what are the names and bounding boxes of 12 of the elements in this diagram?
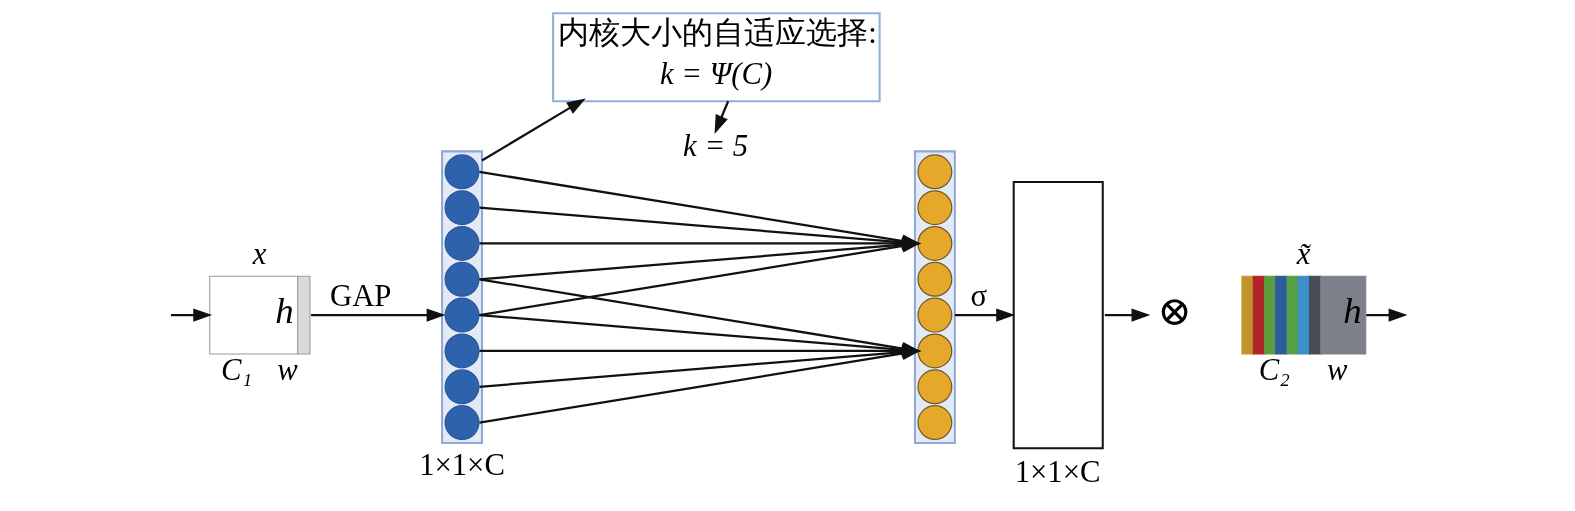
node-label: 1×1×C <box>419 448 505 483</box>
node-text: ⊗ <box>1157 287 1192 336</box>
node-label: w <box>277 352 298 387</box>
edge-label: GAP <box>330 278 392 313</box>
node-label: C₂ <box>1258 352 1290 387</box>
node-label: x <box>252 236 267 271</box>
node-text: k = 5 <box>683 128 749 163</box>
node-label: 1×1×C <box>1014 454 1101 489</box>
node-label: C₁ <box>220 352 253 387</box>
edge-label: σ <box>970 278 988 313</box>
node-label: x̃ <box>1296 236 1311 271</box>
node-label: w <box>1326 352 1348 387</box>
